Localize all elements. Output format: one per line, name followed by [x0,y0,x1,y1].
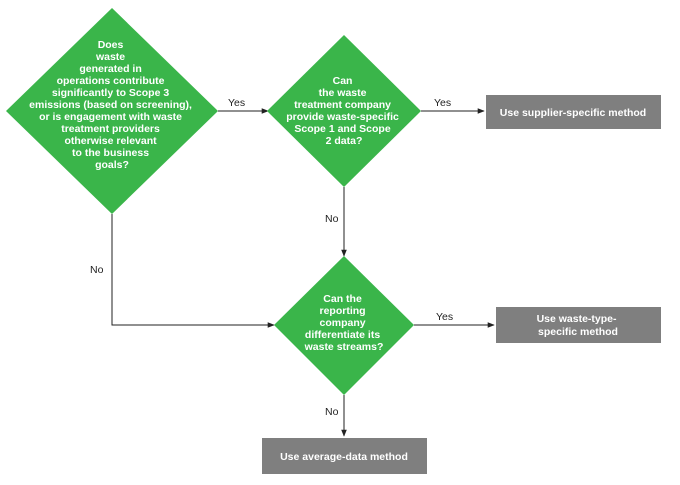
decision-waste-specific-data-text: Can the waste treatment company provide … [286,75,402,147]
d2-line: Scope 1 and Scope [294,123,390,135]
outcome-supplier-specific-text: Use supplier-specific method [500,107,646,119]
decision-waste-significance-diamond [6,8,218,214]
d2-line: treatment company [294,99,391,111]
edge-label-d1-yes: Yes [228,97,245,109]
d3-line: reporting [319,305,365,317]
edge-d1-to-d3 [111,214,275,328]
average-line: Use average-data method [280,451,408,463]
outcome-waste-type-specific-box [496,307,661,343]
edge-label-d1-no: No [90,264,104,276]
d1-line: goals? [95,159,129,171]
decision-waste-significance-text: Does waste generated in operations contr… [29,39,195,171]
decision-waste-specific-data-diamond [267,35,421,187]
decision-differentiate-streams-diamond [274,256,414,395]
outcome-average-data-text: Use average-data method [280,451,408,463]
edge-label-d2-no: No [325,213,339,225]
d1-line: treatment providers [61,123,160,135]
d1-line: Does [98,39,124,51]
d1-line: generated in [79,63,141,75]
edge-label-d3-no: No [325,406,339,418]
d3-line: company [319,317,365,329]
d2-line: Can [333,75,353,87]
edge-label-d2-yes: Yes [434,97,451,109]
decision-differentiate-streams-text: Can the reporting company differentiate … [304,293,384,353]
waste-type-line: specific method [538,326,618,338]
d3-line: waste streams? [304,341,384,353]
d3-line: differentiate its [305,329,380,341]
d1-line: emissions (based on screening), [29,99,192,111]
supplier-line: Use supplier-specific method [500,107,646,119]
edge-label-d3-yes: Yes [436,311,453,323]
outcome-average-data-box [262,438,427,474]
d2-line: 2 data? [326,135,363,147]
d1-line: otherwise relevant [64,135,157,147]
d2-line: provide waste-specific [286,111,399,123]
waste-type-line: Use waste-type- [537,313,617,325]
d1-line: operations contribute [57,75,165,87]
d1-line: waste [95,51,125,63]
d1-line: or is engagement with waste [39,111,182,123]
d3-line: Can the [323,293,362,305]
d2-line: the waste [319,87,367,99]
outcome-supplier-specific-box [486,95,661,129]
d1-line: to the business [72,147,149,159]
d1-line: significantly to Scope 3 [52,87,169,99]
outcome-waste-type-specific-text: Use waste-type- specific method [537,313,620,338]
